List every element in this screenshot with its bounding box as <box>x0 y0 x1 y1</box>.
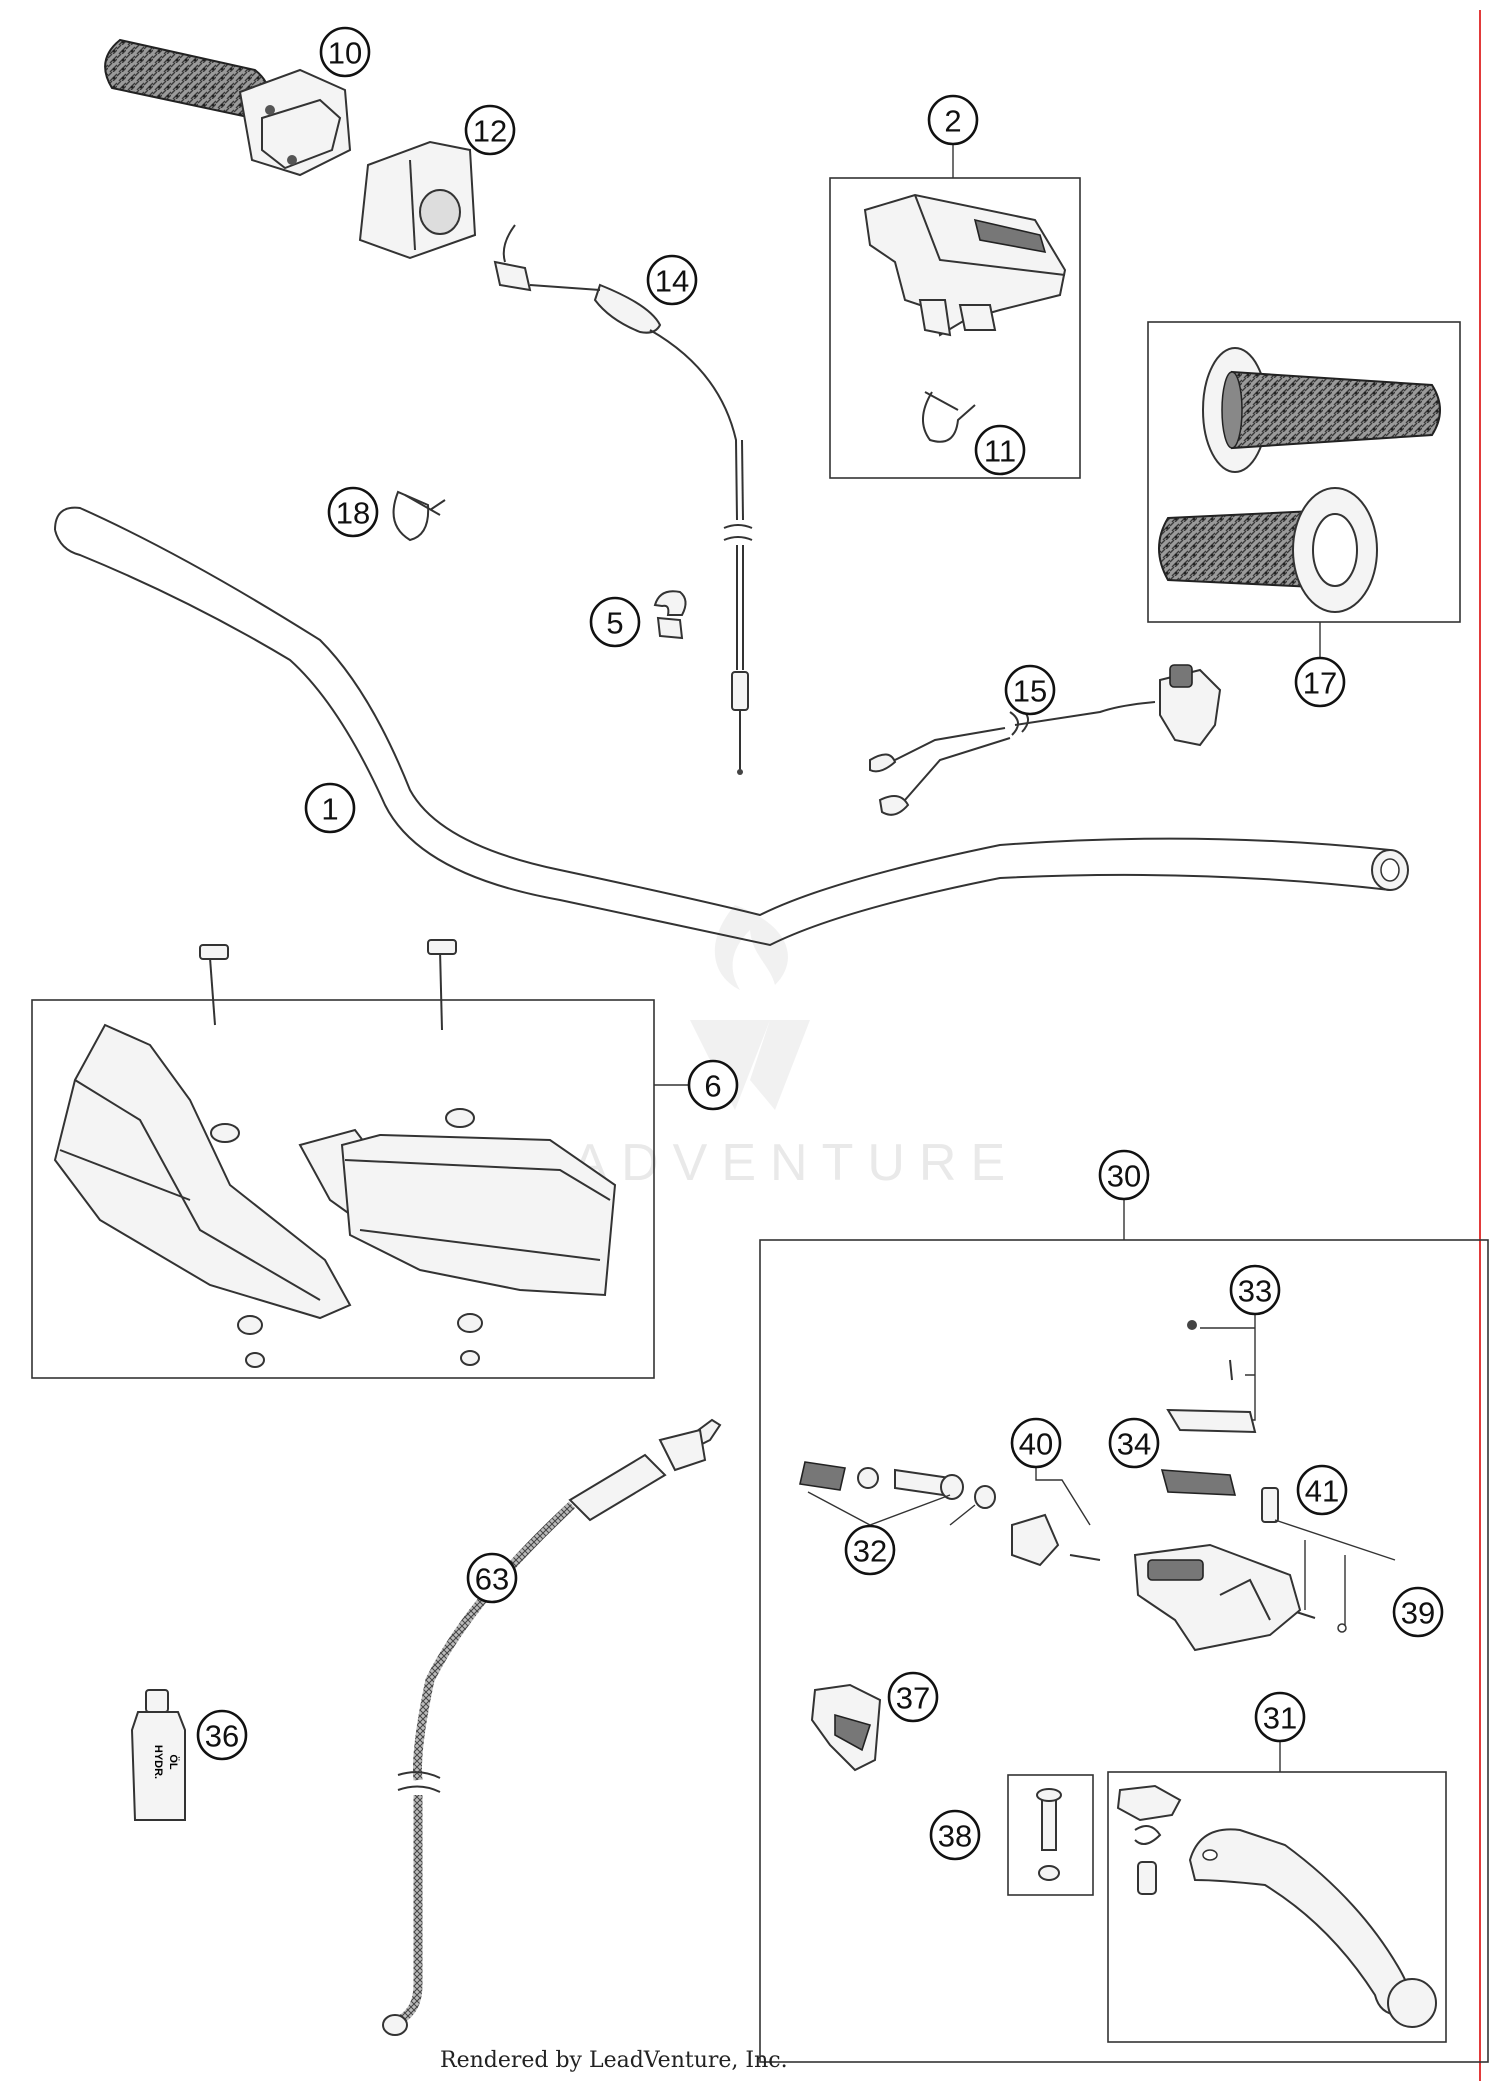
svg-text:2: 2 <box>944 104 961 139</box>
svg-text:5: 5 <box>606 606 623 641</box>
callout-11: 11 <box>974 424 1026 476</box>
callout-30: 30 <box>1098 1149 1150 1201</box>
part-39-lever-pin <box>1274 1519 1396 1633</box>
svg-text:12: 12 <box>473 114 507 149</box>
svg-text:63: 63 <box>475 1562 509 1597</box>
callout-38: 38 <box>929 1809 981 1861</box>
kit-box-6 <box>31 999 655 1379</box>
svg-text:40: 40 <box>1019 1427 1053 1462</box>
callout-12: 12 <box>464 104 516 156</box>
callout-18: 18 <box>327 486 379 538</box>
svg-text:1: 1 <box>321 792 338 827</box>
svg-text:15: 15 <box>1013 674 1047 709</box>
svg-text:31: 31 <box>1263 1701 1297 1736</box>
svg-text:41: 41 <box>1305 1474 1339 1509</box>
part-41-screw <box>1261 1487 1279 1523</box>
part-12-throttle-cover <box>358 140 477 260</box>
part-33-reservoir-cover <box>1166 1300 1257 1434</box>
callout-31: 31 <box>1254 1691 1306 1743</box>
svg-text:37: 37 <box>896 1681 930 1716</box>
kit-box-2 <box>829 177 1081 479</box>
callout-63: 63 <box>466 1552 518 1604</box>
callout-34: 34 <box>1108 1417 1160 1469</box>
part-17-handlebar-grips <box>1158 347 1441 613</box>
part-2-switch-housing <box>863 193 1067 337</box>
part-1-handlebar <box>54 506 1409 947</box>
part-15-kill-switch <box>869 664 1222 816</box>
part-37-cover <box>810 1683 882 1772</box>
part-11-cable-tie <box>922 391 976 443</box>
svg-text:10: 10 <box>328 36 362 71</box>
svg-text:36: 36 <box>205 1719 239 1754</box>
svg-text:6: 6 <box>704 1069 721 1104</box>
footer-credit: Rendered by LeadVenture, Inc. <box>440 2048 788 2073</box>
callout-5: 5 <box>589 596 641 648</box>
part-34-diaphragm <box>1160 1469 1237 1496</box>
callout-15: 15 <box>1004 664 1056 716</box>
callout-33: 33 <box>1229 1264 1281 1316</box>
part-30-master-cylinder-body <box>1133 1543 1302 1652</box>
part-32-piston-kit <box>799 1461 996 1526</box>
svg-text:30: 30 <box>1107 1159 1141 1194</box>
callout-41: 41 <box>1296 1464 1348 1516</box>
bottle-label-line1: HYDR. <box>152 1745 164 1779</box>
part-63-clutch-hose <box>382 1418 722 2036</box>
svg-text:18: 18 <box>336 496 370 531</box>
part-36-hydraulic-oil-bottle <box>130 1689 186 1821</box>
svg-text:39: 39 <box>1401 1596 1435 1631</box>
part-10-throttle-grip <box>104 38 352 177</box>
svg-text:14: 14 <box>655 264 689 299</box>
callout-10: 10 <box>319 26 371 78</box>
part-38-adjuster-kit <box>1007 1774 1094 1896</box>
svg-text:32: 32 <box>853 1534 887 1569</box>
callout-39: 39 <box>1392 1586 1444 1638</box>
svg-text:11: 11 <box>984 434 1016 469</box>
callout-6: 6 <box>687 1059 739 1111</box>
svg-text:33: 33 <box>1238 1274 1272 1309</box>
part-5-clip <box>653 590 687 640</box>
callout-40: 40 <box>1010 1417 1062 1469</box>
watermark-logo <box>690 905 810 1110</box>
callout-37: 37 <box>887 1671 939 1723</box>
callout-14: 14 <box>646 254 698 306</box>
part-14-throttle-cable <box>493 224 753 775</box>
callout-17: 17 <box>1294 656 1346 708</box>
part-18-cable-tie <box>392 490 446 542</box>
svg-text:38: 38 <box>938 1819 972 1854</box>
callout-2: 2 <box>927 94 979 146</box>
kit-box-17 <box>1147 321 1461 623</box>
callout-32: 32 <box>844 1524 896 1576</box>
callout-36: 36 <box>196 1709 248 1761</box>
callout-1: 1 <box>304 782 356 834</box>
svg-text:17: 17 <box>1303 666 1337 701</box>
part-31-clutch-lever <box>1107 1740 1447 2043</box>
part-40-boot <box>1011 1468 1101 1567</box>
bottle-label-line2: ÖL <box>167 1754 180 1770</box>
part-6-handguards <box>53 939 617 1368</box>
svg-text:34: 34 <box>1117 1427 1151 1462</box>
